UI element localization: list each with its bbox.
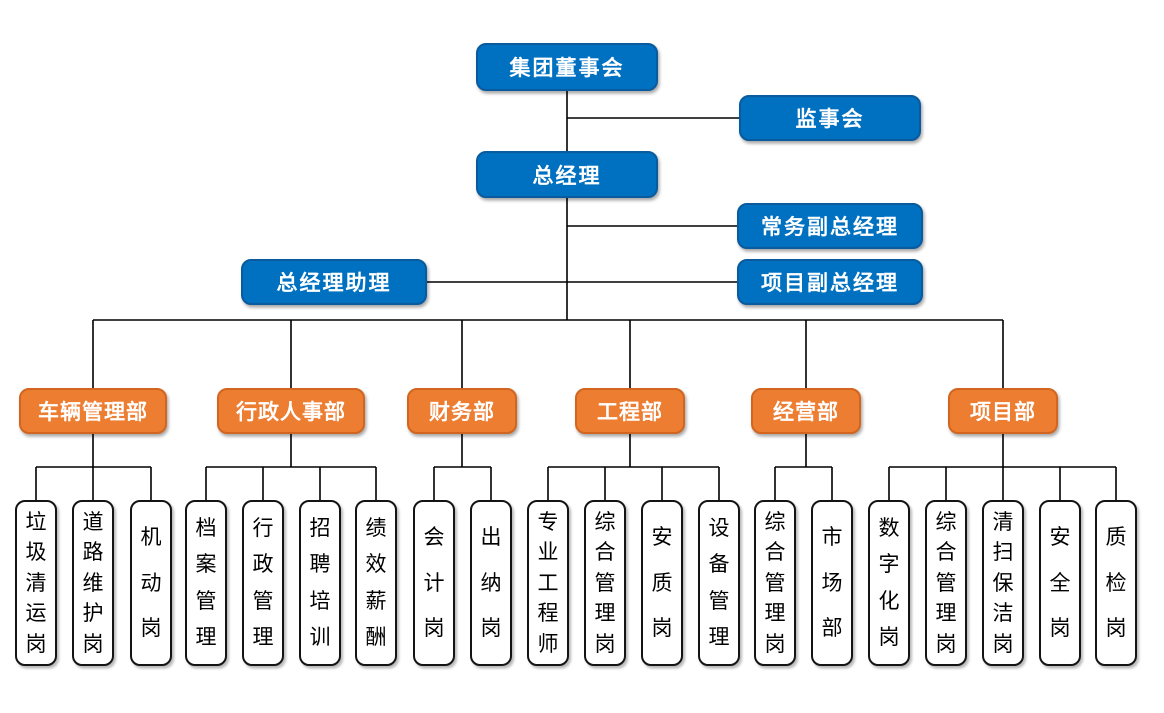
position-general-management-eng: 综合管理岗: [584, 500, 626, 666]
connector-dept-drops: [92, 320, 1004, 388]
position-performance-payroll: 绩效薪酬: [355, 500, 397, 666]
position-recruit-training: 招聘培训: [299, 500, 341, 666]
connector-position-drops: [35, 467, 1117, 500]
position-mobile: 机动岗: [130, 500, 172, 666]
position-quality-inspection: 质检岗: [1095, 500, 1137, 666]
dept-engineering: 工程部: [575, 388, 685, 434]
node-group-board: 集团董事会: [476, 43, 658, 91]
position-garbage-collection: 垃圾清运岗: [15, 500, 57, 666]
node-project-deputy-gm: 项目副总经理: [737, 259, 923, 305]
position-general-management-proj: 综合管理岗: [925, 500, 967, 666]
position-professional-engineer: 专业工程师: [527, 500, 569, 666]
position-market: 市场部: [811, 500, 853, 666]
dept-admin-hr: 行政人事部: [217, 388, 365, 434]
position-cashier: 出纳岗: [470, 500, 512, 666]
position-admin-management: 行政管理: [242, 500, 284, 666]
position-safety-quality: 安质岗: [641, 500, 683, 666]
node-supervisory-board: 监事会: [739, 95, 921, 141]
dept-operations: 经营部: [751, 388, 861, 434]
dept-project: 项目部: [948, 388, 1058, 434]
node-general-manager: 总经理: [476, 151, 658, 198]
position-road-maintenance: 道路维护岗: [72, 500, 114, 666]
dept-vehicle-management: 车辆管理部: [19, 388, 167, 434]
position-general-management-ops: 综合管理岗: [754, 500, 796, 666]
node-executive-deputy-gm: 常务副总经理: [737, 203, 923, 249]
node-gm-assistant: 总经理助理: [241, 259, 427, 305]
position-safety: 安全岗: [1039, 500, 1081, 666]
position-archives-management: 档案管理: [185, 500, 227, 666]
connector-dept-to-group: [92, 434, 1004, 467]
position-cleaning: 清扫保洁岗: [982, 500, 1024, 666]
position-accounting: 会计岗: [413, 500, 455, 666]
position-digitalization: 数字化岗: [868, 500, 910, 666]
position-equipment-management: 设备管理: [698, 500, 740, 666]
dept-finance: 财务部: [407, 388, 517, 434]
